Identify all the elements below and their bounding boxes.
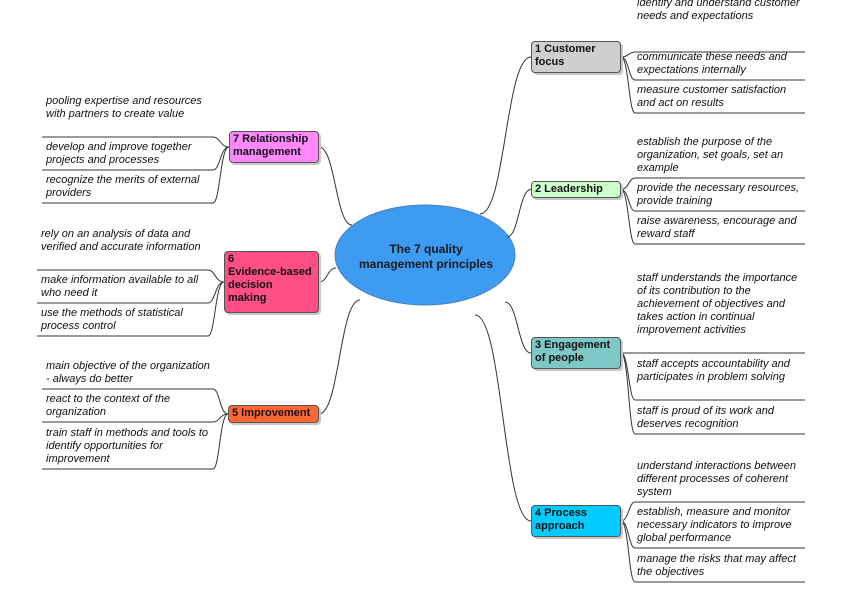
leaf-text: measure customer satisfaction and act on…: [637, 84, 787, 109]
leaf-text: establish the purpose of the organizatio…: [637, 136, 784, 174]
leaf-connector: [620, 189, 636, 212]
leaf-connector: [207, 281, 225, 304]
branch-node: 7 Relationship management: [229, 131, 319, 163]
leaf-text: staff accepts accountability and partici…: [637, 358, 790, 383]
leaf-text: communicate these needs and expectations…: [637, 51, 787, 76]
leaf-text: train staff in methods and tools to iden…: [46, 427, 209, 465]
branch-connector: [479, 56, 532, 215]
leaf-connector: [212, 136, 230, 148]
branch-connector: [318, 299, 361, 415]
branch-node: 1 Customer focus: [531, 41, 621, 73]
leaf-text: staff understands the importance of its …: [637, 272, 798, 336]
leaf-connector: [212, 146, 230, 204]
branch-node: 6 Evidence-based decision making: [224, 251, 319, 313]
leaf-text: develop and improve together projects an…: [46, 141, 192, 166]
leaf-connector: [620, 177, 636, 190]
leaf-connector: [212, 413, 229, 470]
leaf-connector: [620, 51, 636, 58]
branch-connector: [504, 301, 532, 354]
center-label: The 7 quality management principles: [358, 242, 494, 271]
leaf-text: provide the necessary resources, provide…: [637, 182, 800, 207]
branch-connector: [474, 314, 532, 522]
center-ellipse: [334, 204, 516, 306]
leaf-text: use the methods of statistical process c…: [41, 307, 183, 332]
leaf-connector: [620, 352, 636, 435]
branch-connector: [318, 146, 353, 226]
leaf-connector: [620, 501, 636, 522]
leaf-text: pooling expertise and resources with par…: [46, 95, 202, 120]
leaf-text: staff is proud of its work and deserves …: [637, 405, 774, 430]
leaf-text: react to the context of the organization: [46, 393, 171, 418]
leaf-text: manage the risks that may affect the obj…: [637, 553, 796, 578]
leaf-text: identify and understand customer needs a…: [637, 0, 800, 22]
leaf-connector: [212, 388, 229, 415]
leaf-connector: [620, 56, 636, 114]
branch-connector: [506, 189, 532, 238]
leaf-text: make information available to all who ne…: [41, 274, 199, 299]
branch-node: 2 Leadership: [531, 181, 621, 198]
leaf-connector: [620, 56, 636, 81]
leaf-connector: [620, 189, 636, 245]
leaf-connector: [212, 146, 230, 171]
branch-node: 3 Engagement of people: [531, 337, 621, 369]
branch-connector: [318, 267, 337, 283]
leaf-connector: [207, 269, 225, 283]
leaf-connector: [207, 281, 225, 337]
leaf-text: recognize the merits of external provide…: [46, 174, 200, 199]
branch-node: 4 Process approach: [531, 505, 621, 537]
leaf-text: understand interactions between differen…: [637, 460, 796, 498]
leaf-text: establish, measure and monitor necessary…: [637, 506, 792, 544]
leaf-text: raise awareness, encourage and reward st…: [637, 215, 797, 240]
leaf-connector: [212, 413, 229, 423]
leaf-text: main objective of the organization - alw…: [46, 360, 210, 385]
leaf-connector: [620, 520, 636, 583]
branch-node: 5 Improvement: [228, 405, 319, 423]
leaf-text: rely on an analysis of data and verified…: [41, 228, 201, 253]
